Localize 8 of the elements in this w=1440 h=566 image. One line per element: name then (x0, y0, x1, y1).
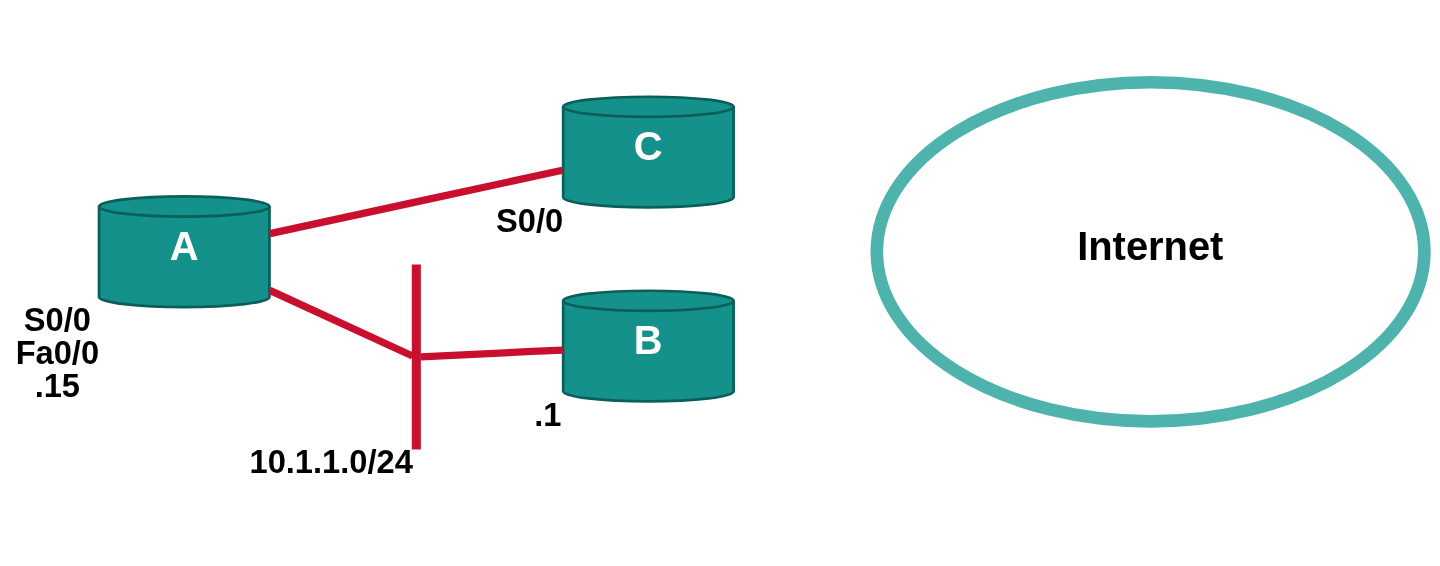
node-label: .1 (534, 395, 562, 433)
connector (269, 166, 564, 237)
node-bar (411, 263, 421, 449)
connector (420, 345, 563, 360)
connector (268, 286, 414, 359)
node-label: S0/0 (496, 201, 564, 239)
node-label: 10.1.1.0/24 (249, 442, 413, 480)
node-ellipse: Internet (870, 75, 1431, 428)
